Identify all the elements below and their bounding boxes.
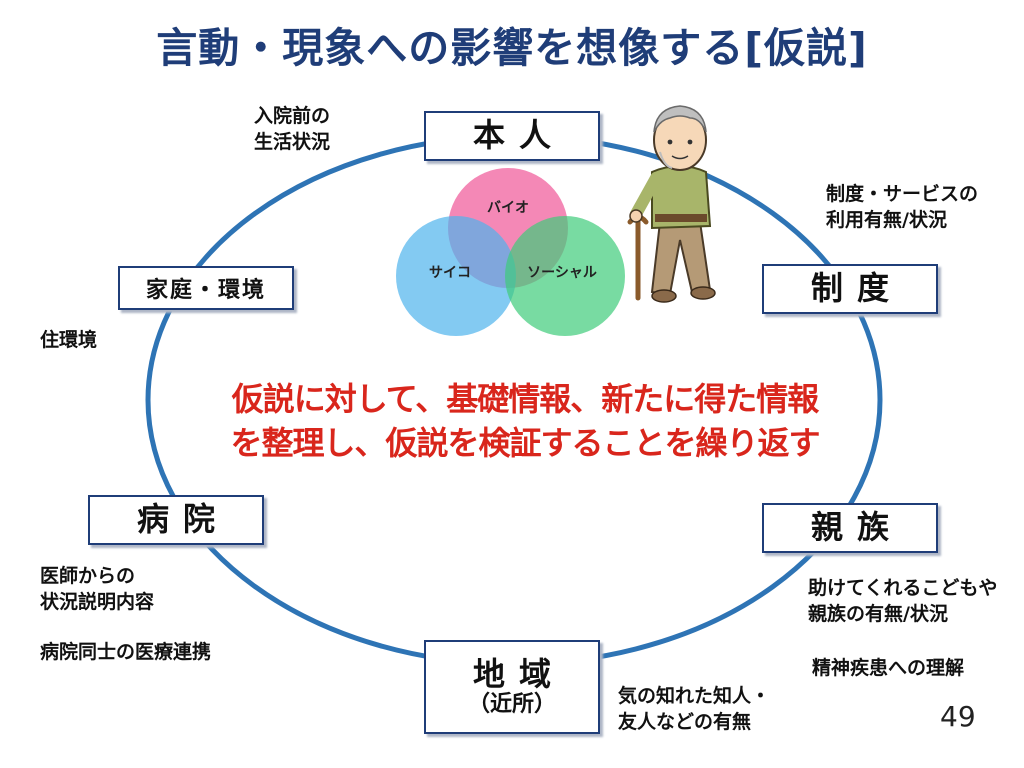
page-title: 言動・現象への影響を想像する[仮説] [156,24,868,72]
node-region-label: 地域 [472,655,565,694]
node-institution: 制度 [762,264,938,314]
note-relatives-support: 助けてくれるこどもや 親族の有無/状況 [808,577,998,625]
venn-circle-social [505,216,625,336]
node-family-environment-label: 家庭・環境 [145,278,266,303]
center-message-line1: 仮説に対して、基礎情報、新たに得た情報 [231,380,819,418]
center-message: 仮説に対して、基礎情報、新たに得た情報 を整理し、仮説を検証することを繰り返す [130,378,920,465]
note-acquaintances: 気の知れた知人・ 友人などの有無 [618,685,771,733]
node-hospital: 病院 [88,495,264,545]
note-doctor-explanation: 医師からの 状況説明内容 [40,565,155,613]
venn-diagram: バイオ サイコ ソーシャル [396,168,625,336]
venn-label-social: ソーシャル [527,265,597,281]
note-hospital-cooperation: 病院同士の医療連携 [40,641,212,663]
venn-label-psycho: サイコ [429,265,471,281]
venn-label-bio: バイオ [487,200,529,216]
node-family-environment: 家庭・環境 [118,266,294,310]
note-housing: 住環境 [40,329,98,351]
note-mental-illness-understanding: 精神疾患への理解 [812,657,965,679]
note-pre-admission: 入院前の 生活状況 [254,105,331,153]
node-relatives: 親族 [762,503,938,553]
venn-circle-psycho [396,216,516,336]
node-region-sublabel: （近所） [467,691,556,717]
node-region: 地域 （近所） [424,640,600,734]
node-hospital-label: 病院 [136,500,229,539]
node-person-label: 本人 [472,116,565,155]
center-message-line2: を整理し、仮説を検証することを繰り返す [230,423,820,462]
node-institution-label: 制度 [810,269,903,308]
page-number: 49 [940,700,976,733]
node-person: 本人 [424,111,600,161]
node-relatives-label: 親族 [810,508,903,547]
elderly-man-with-cane-icon [627,105,716,303]
note-institution-usage: 制度・サービスの 利用有無/状況 [826,183,979,231]
